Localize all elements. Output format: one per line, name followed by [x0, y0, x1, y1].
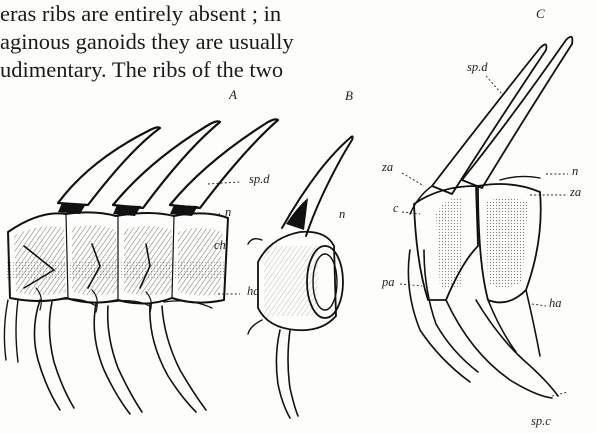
- figure-a-haemal-arches: [4, 288, 212, 414]
- label-b-n: n: [339, 207, 345, 222]
- figure-a-dorsal-spines: [58, 119, 278, 216]
- label-c-za-right: za: [570, 185, 581, 200]
- label-a-ch: ch: [214, 238, 226, 253]
- figure-b-letter: B: [345, 88, 353, 104]
- label-c-pa: pa: [382, 275, 395, 290]
- figure-a-centra: [6, 212, 228, 303]
- label-c-n: n: [572, 164, 578, 179]
- figure-a-drawing: [4, 119, 278, 414]
- figure-c-letter: C: [536, 6, 545, 22]
- label-a-ha: ha: [247, 284, 260, 299]
- label-a-n: n: [225, 205, 231, 220]
- label-c-sp-c: sp.c: [531, 414, 551, 429]
- figure-c-drawing: [408, 37, 572, 398]
- label-c-za-left: za: [382, 160, 393, 175]
- label-a-sp-d: sp.d: [249, 172, 270, 187]
- label-c-c: c: [393, 201, 399, 216]
- figure-a-letter: A: [229, 87, 237, 103]
- label-c-sp-d: sp.d: [467, 60, 488, 75]
- label-c-ha: ha: [549, 296, 562, 311]
